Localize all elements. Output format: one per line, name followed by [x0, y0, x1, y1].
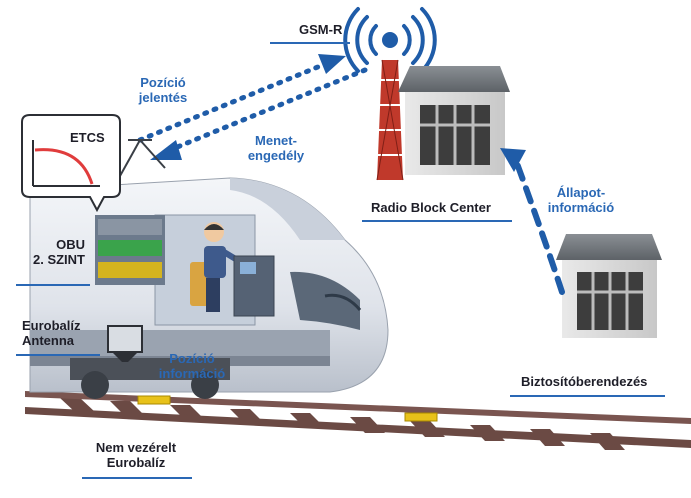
rail-near	[25, 407, 691, 448]
radio-link-arrows	[137, 54, 565, 295]
rail-far	[25, 391, 691, 424]
interlocking-label: Biztosítóberendezés	[521, 374, 648, 389]
obu-label: OBU 2. SZINT	[10, 237, 85, 267]
position-info-label: Pozíció információ	[152, 351, 232, 381]
rbc-label: Radio Block Center	[371, 200, 491, 215]
interlocking-building-icon	[556, 234, 662, 338]
obu-underline	[16, 284, 90, 286]
railway-track	[25, 391, 691, 450]
status-info-label: Állapot- információ	[540, 185, 622, 215]
obu-rack-icon	[95, 215, 165, 285]
unswitched-balise-label-line2: Eurobalíz	[106, 455, 166, 470]
status-info-label-line2: információ	[547, 200, 615, 215]
rbc-building-icon	[398, 66, 510, 175]
position-report-label-line2: jelentés	[138, 90, 188, 105]
obu-label-line2: 2. SZINT	[32, 252, 85, 267]
bogie	[70, 358, 230, 399]
rbc-underline	[362, 220, 512, 222]
etcs-label: ETCS	[70, 130, 105, 145]
position-report-label: Pozíció jelentés	[128, 75, 198, 105]
gsm-r-underline	[270, 42, 350, 44]
position-info-label-line1: Pozíció	[169, 351, 215, 366]
eurobalise-antenna-label: Eurobalíz Antenna	[22, 318, 81, 348]
unswitched-balise-label: Nem vezérelt Eurobalíz	[84, 440, 188, 470]
unswitched-balise-label-line1: Nem vezérelt	[95, 440, 177, 455]
eurobalise-antenna-label-line2: Antenna	[22, 333, 74, 348]
dmi-speed-curve-icon	[21, 114, 121, 213]
balise-icon-2	[404, 412, 438, 422]
position-report-arrow	[137, 59, 333, 143]
pantograph-icon	[119, 139, 166, 177]
position-report-label-line1: Pozíció	[140, 75, 186, 90]
unswitched-balise-underline	[82, 477, 192, 479]
eurobalise-antenna-label-line1: Eurobalíz	[22, 318, 81, 333]
movement-authority-label-line1: Menet-	[255, 133, 297, 148]
eurobalise-antenna-underline	[16, 354, 100, 356]
radio-mast-icon	[343, 7, 437, 181]
movement-authority-arrowhead	[150, 140, 182, 160]
eurobalise-antenna-icon	[107, 325, 143, 362]
obu-label-line1: OBU	[56, 237, 85, 252]
status-info-arrow	[512, 155, 565, 295]
interlocking-underline	[510, 395, 665, 397]
gsm-r-label: GSM-R	[299, 22, 343, 37]
movement-authority-label: Menet- engedély	[241, 133, 311, 163]
position-info-label-line2: információ	[158, 366, 226, 381]
balise-icon	[137, 395, 171, 405]
status-info-arrowhead	[500, 148, 526, 172]
position-report-arrowhead	[318, 54, 346, 74]
movement-authority-label-line2: engedély	[247, 148, 305, 163]
driver-icon	[190, 222, 275, 317]
status-info-label-line1: Állapot-	[556, 185, 606, 200]
